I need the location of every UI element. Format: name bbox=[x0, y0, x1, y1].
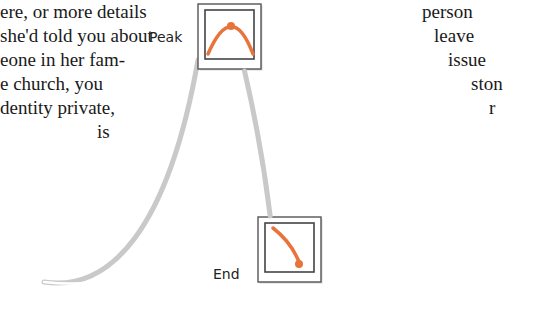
frame-window bbox=[265, 223, 314, 272]
connector-line bbox=[245, 71, 271, 216]
body-text-line: ere, or more details bbox=[0, 0, 147, 24]
frame-outline bbox=[197, 3, 263, 71]
frame-heading: Peak bbox=[149, 29, 182, 45]
body-text-line: r bbox=[489, 96, 495, 120]
connector-stroke bbox=[245, 71, 271, 216]
frame-heading: End bbox=[213, 266, 240, 282]
frame-window bbox=[205, 10, 254, 59]
photo-frame: End bbox=[257, 216, 323, 284]
line-taper bbox=[44, 279, 110, 284]
body-text-line: dentity private, bbox=[0, 96, 115, 120]
peak-dot bbox=[227, 22, 235, 30]
frame-border bbox=[258, 217, 321, 282]
peak-arc bbox=[208, 27, 253, 55]
photo-frame: Peak bbox=[197, 3, 263, 71]
body-text-line: leave bbox=[434, 24, 474, 48]
body-text-line: e church, you bbox=[0, 72, 103, 96]
frame-border bbox=[198, 4, 261, 69]
body-text-line: eone in her fam- bbox=[0, 48, 125, 72]
body-text-line: issue bbox=[448, 48, 486, 72]
end-dot bbox=[295, 260, 303, 268]
body-text-line: is bbox=[97, 120, 110, 144]
end-slope bbox=[273, 228, 299, 262]
frame-outline bbox=[257, 216, 323, 284]
body-text-line: person bbox=[422, 0, 473, 24]
body-text-line: she'd told you about bbox=[0, 24, 153, 48]
body-text-line: ston bbox=[471, 72, 503, 96]
